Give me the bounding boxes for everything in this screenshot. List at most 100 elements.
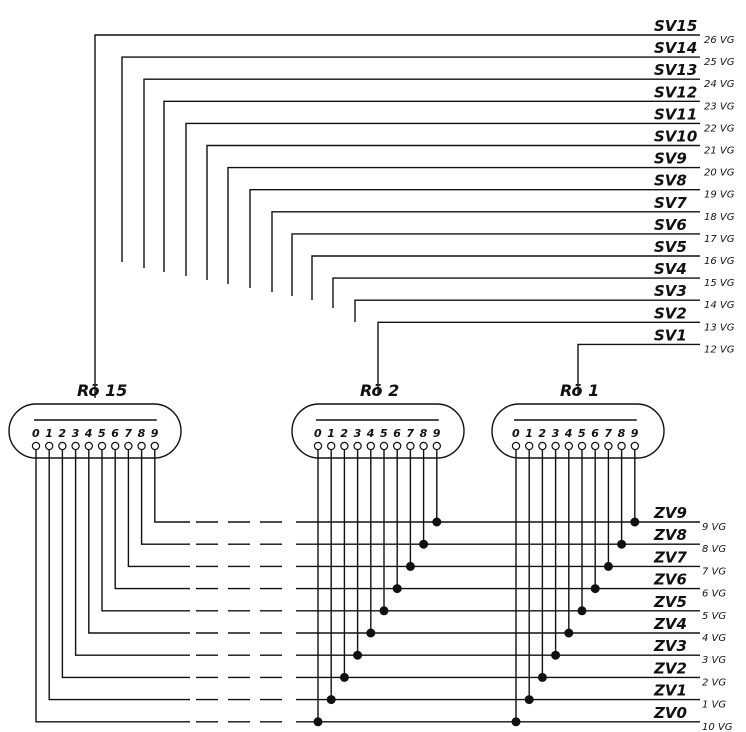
pin-circle xyxy=(313,441,323,451)
pin-label: 4 xyxy=(564,427,573,440)
zv-wire-roe15 xyxy=(127,450,190,568)
sv-line xyxy=(354,299,700,322)
tube-label: Rö 15 xyxy=(77,381,127,400)
zv-value: 1 VG xyxy=(702,700,726,711)
sv-line xyxy=(377,321,700,396)
junction-dot xyxy=(379,606,389,616)
pin-label: 1 xyxy=(525,427,533,440)
pin-circle xyxy=(564,441,574,451)
pin-circle xyxy=(432,441,441,451)
pin-label: 5 xyxy=(98,427,106,440)
sv-value: 21 VG xyxy=(704,146,735,157)
junction-dot xyxy=(326,695,336,705)
tube-outline xyxy=(291,403,465,459)
zv-label: ZV5 xyxy=(653,593,687,611)
pin-circle xyxy=(353,441,362,451)
pin-circle xyxy=(419,441,428,451)
zv-label: ZV6 xyxy=(653,571,687,589)
sv-value: 25 VG xyxy=(704,57,735,68)
zv-value: 6 VG xyxy=(702,589,726,600)
junction-dot xyxy=(590,584,600,594)
junction-dot xyxy=(603,561,613,571)
pin-circle xyxy=(511,441,521,451)
zv-value: 7 VG xyxy=(702,566,726,577)
pin-circle xyxy=(538,441,547,451)
sv-value: 15 VG xyxy=(704,278,735,289)
junction-dot xyxy=(339,672,349,682)
sv-value: 13 VG xyxy=(704,322,735,333)
zv-label: ZV0 xyxy=(653,704,687,722)
sv-label: SV13 xyxy=(654,61,697,79)
zv-wire-roe15 xyxy=(101,450,190,612)
junction-dot xyxy=(405,561,415,571)
pin-circle xyxy=(31,441,41,451)
pin-circle xyxy=(379,441,389,451)
sv-line xyxy=(185,122,700,276)
zv-value: 5 VG xyxy=(702,611,726,622)
zv-label: ZV7 xyxy=(653,548,687,566)
sv-line xyxy=(94,34,700,398)
sv-label: SV12 xyxy=(654,83,697,101)
sv-label: SV9 xyxy=(654,150,687,168)
pin-label: 4 xyxy=(84,427,93,440)
pin-label: 4 xyxy=(366,427,375,440)
sv-line xyxy=(291,233,700,296)
pin-circle xyxy=(97,441,107,451)
zv-label: ZV8 xyxy=(653,526,687,544)
zv-value: 3 VG xyxy=(702,655,726,666)
junction-dot xyxy=(617,539,627,549)
zv-label: ZV1 xyxy=(653,682,687,700)
junction-dot xyxy=(551,650,561,660)
pin-label: 8 xyxy=(618,427,626,440)
tube-label: Rö 1 xyxy=(560,381,599,400)
pin-circle xyxy=(84,441,94,451)
sv-value: 14 VG xyxy=(704,300,735,311)
sv-label: SV1 xyxy=(654,326,687,344)
tube-label: Rö 2 xyxy=(360,381,399,400)
sv-label: SV11 xyxy=(654,105,697,123)
pin-circle xyxy=(327,441,336,451)
sv-label: SV3 xyxy=(654,282,687,300)
sv-line xyxy=(206,144,700,280)
pin-label: 2 xyxy=(58,427,66,440)
pin-circle xyxy=(340,441,349,451)
junction-dot xyxy=(630,517,640,527)
pin-label: 6 xyxy=(393,427,401,440)
pin-label: 7 xyxy=(406,427,414,440)
pin-label: 5 xyxy=(578,427,586,440)
pin-circle xyxy=(366,441,375,451)
sv-line xyxy=(227,166,700,284)
zv-wire-roe15 xyxy=(74,450,190,656)
pin-label: 5 xyxy=(380,427,388,440)
tube-outline xyxy=(8,403,182,459)
zv-wire-roe15 xyxy=(140,450,190,545)
zv-wire-roe15 xyxy=(114,450,190,590)
pin-circle xyxy=(110,441,120,451)
pin-label: 8 xyxy=(138,427,146,440)
tube-outline xyxy=(491,403,665,459)
zv-wire-roe15 xyxy=(61,450,190,679)
zv-wire-roe15 xyxy=(35,450,190,723)
sv-label: SV15 xyxy=(654,17,697,35)
junction-dot xyxy=(564,628,574,638)
pin-label: 6 xyxy=(111,427,119,440)
sv-label: SV6 xyxy=(654,216,687,234)
pin-label: 3 xyxy=(552,427,560,440)
sv-line xyxy=(249,188,700,288)
zv-value: 2 VG xyxy=(702,677,726,688)
pin-circle xyxy=(591,441,600,451)
junction-dot xyxy=(419,539,429,549)
sv-label: SV7 xyxy=(654,194,687,212)
pin-label: 8 xyxy=(420,427,428,440)
junction-dot xyxy=(577,606,587,616)
sv-value: 23 VG xyxy=(704,101,735,112)
sv-line xyxy=(271,211,700,292)
sv-label: SV2 xyxy=(654,304,687,322)
pin-label: 1 xyxy=(45,427,53,440)
sv-value: 20 VG xyxy=(704,168,735,179)
sv-line xyxy=(121,56,700,262)
zv-label: ZV2 xyxy=(653,659,687,677)
junction-dot xyxy=(524,695,534,705)
